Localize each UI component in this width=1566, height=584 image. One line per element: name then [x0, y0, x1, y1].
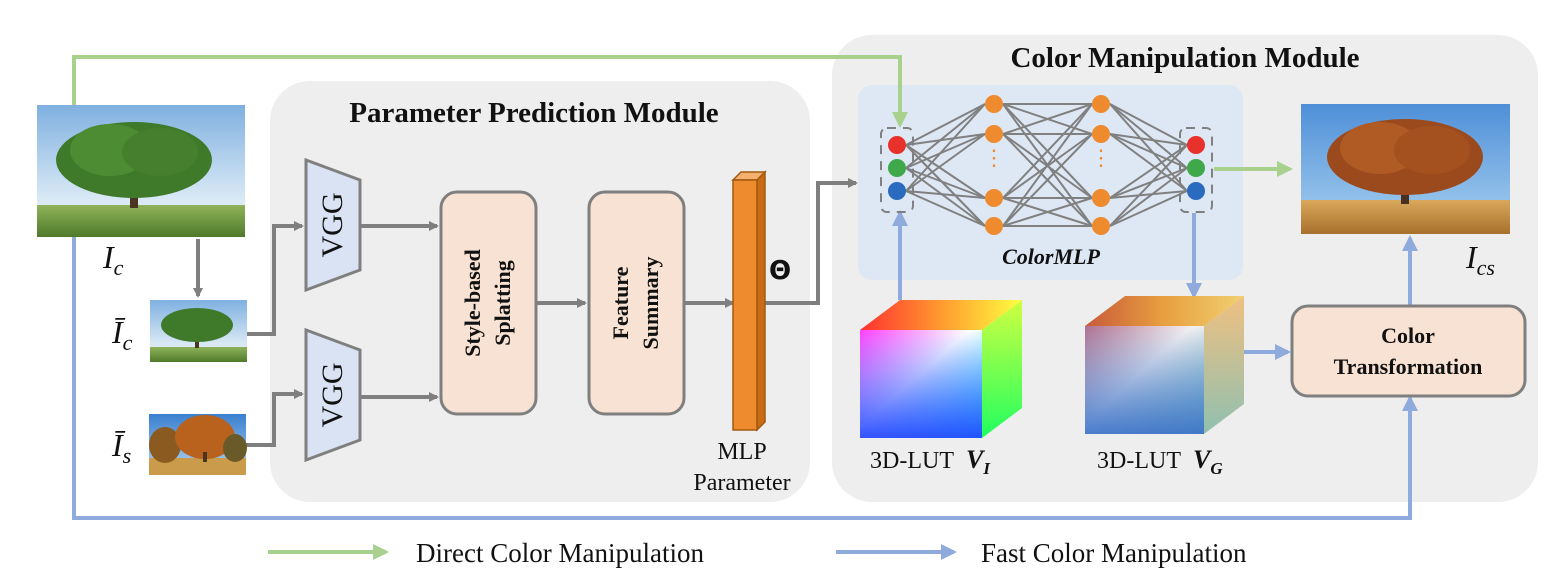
svg-text:Īc: Īc	[111, 314, 133, 355]
content-downsampled-image	[150, 300, 247, 362]
hidden-neuron	[1092, 125, 1110, 143]
style-downsampled-image	[149, 414, 247, 475]
hidden-neuron	[985, 189, 1003, 207]
svg-text:Style-based: Style-based	[460, 249, 485, 357]
mlp-parameter-label-1: MLP	[717, 439, 766, 465]
svg-text:Color: Color	[1381, 323, 1435, 348]
colormlp-network: ⋮ ⋮	[880, 95, 1213, 235]
style-based-splatting-block: Style-based Splatting	[439, 190, 538, 416]
hidden-neuron	[1092, 217, 1110, 235]
svg-text:Transformation: Transformation	[1334, 354, 1483, 379]
legend-direct: Direct Color Manipulation	[416, 538, 704, 568]
svg-text:VGG: VGG	[316, 363, 349, 428]
input-lut-cube	[860, 300, 1022, 438]
hidden-neuron	[985, 95, 1003, 113]
svg-text:Ics: Ics	[1465, 239, 1495, 280]
svg-text:Feature: Feature	[608, 266, 633, 339]
vgg-bottom-block: VGG	[304, 327, 362, 463]
gray-arrows	[193, 178, 858, 447]
svg-text:VGG: VGG	[316, 193, 349, 258]
mlp-parameter-bar	[731, 170, 767, 432]
generated-lut-cube	[1085, 296, 1244, 434]
fast-path	[72, 210, 1418, 520]
output-image	[1301, 104, 1510, 234]
direct-path	[72, 55, 1293, 177]
content-image	[37, 105, 245, 237]
colormlp-label: ColorMLP	[1002, 244, 1100, 269]
color-transformation-block: Color Transformation	[1290, 304, 1527, 398]
vgg-top-block: VGG	[304, 157, 362, 293]
content-downsampled-label: Īc	[111, 314, 133, 355]
svg-text:⋮: ⋮	[983, 145, 1005, 170]
svg-text:Summary: Summary	[638, 257, 663, 350]
svg-text:Īs: Īs	[111, 427, 131, 468]
hidden-neuron	[985, 125, 1003, 143]
mlp-parameter-label-2: Parameter	[693, 470, 790, 496]
content-label: Ic	[102, 239, 124, 280]
hidden-neuron	[1092, 189, 1110, 207]
cmm-title: Color Manipulation Module	[1010, 42, 1359, 74]
hidden-neuron	[1092, 95, 1110, 113]
theta-label: Θ	[769, 256, 791, 286]
style-downsampled-label: Īs	[111, 427, 131, 468]
feature-summary-block: Feature Summary	[587, 190, 686, 416]
svg-text:Splatting: Splatting	[490, 260, 515, 346]
svg-text:⋮: ⋮	[1090, 145, 1112, 170]
legend: Direct Color Manipulation Fast Color Man…	[268, 538, 1247, 568]
output-label: Ics	[1465, 239, 1495, 280]
svg-text:Ic: Ic	[102, 239, 124, 280]
ppm-title: Parameter Prediction Module	[349, 97, 719, 129]
hidden-neuron	[985, 217, 1003, 235]
legend-fast: Fast Color Manipulation	[981, 538, 1247, 568]
